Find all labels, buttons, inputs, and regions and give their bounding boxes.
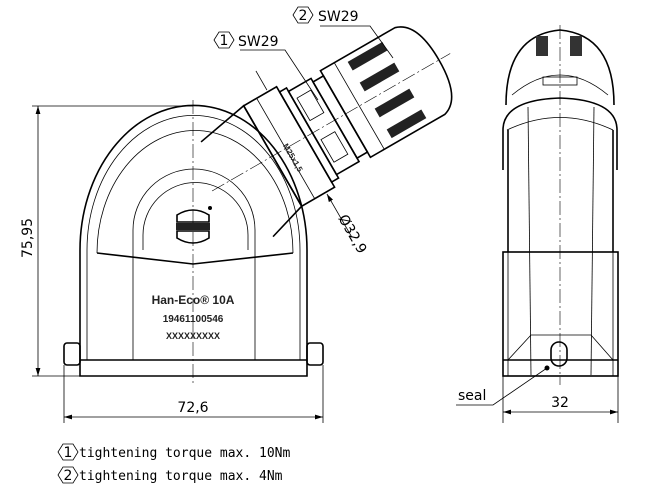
legend-text: tightening torque max. 10Nm <box>79 446 290 461</box>
svg-text:1: 1 <box>220 33 229 49</box>
callout-1: 1 SW29 <box>213 31 319 101</box>
svg-text:1: 1 <box>64 445 73 461</box>
locking-nut-left <box>63 342 81 366</box>
legend: 1 tightening torque max. 10Nm 2 tighteni… <box>57 443 290 484</box>
callout-2: 2 SW29 <box>292 6 394 59</box>
product-name: Han-Eco® 10A <box>152 293 235 307</box>
gland-cap-sw29-2 <box>319 26 453 159</box>
side-housing-base <box>502 251 619 377</box>
locking-nut-right <box>306 342 324 366</box>
callout-label: SW29 <box>238 34 279 50</box>
callout-label: SW29 <box>318 9 359 25</box>
gland-ribs <box>347 41 427 139</box>
harting-logo <box>176 206 212 244</box>
height-dimension-label: 75,95 <box>20 218 36 258</box>
svg-text:2: 2 <box>299 8 308 24</box>
legend-item-1: 1 tightening torque max. 10Nm <box>57 443 290 461</box>
seal-label: seal <box>458 388 486 404</box>
housing-outer <box>79 104 308 377</box>
svg-text:2: 2 <box>64 468 73 484</box>
callout-hexagon <box>292 6 314 24</box>
legend-text: tightening torque max. 4Nm <box>79 469 283 484</box>
side-view: 32 seal <box>456 25 619 423</box>
width-dimension-label: 72,6 <box>177 400 208 416</box>
front-view: M25x1,5 Han-Eco® 10A 19461100546 XXXXXXX… <box>20 6 453 423</box>
legend-item-2: 2 tightening torque max. 4Nm <box>57 466 283 484</box>
diameter-label: Ø32,9 <box>335 212 370 257</box>
side-width-dimension-label: 32 <box>551 395 569 411</box>
locking-hole <box>550 341 568 367</box>
part-number: 19461100546 <box>163 314 224 325</box>
serial-number: XXXXXXXXX <box>166 331 220 341</box>
thread-label: M25x1,5 <box>281 142 305 174</box>
callout-hexagon <box>213 31 235 49</box>
